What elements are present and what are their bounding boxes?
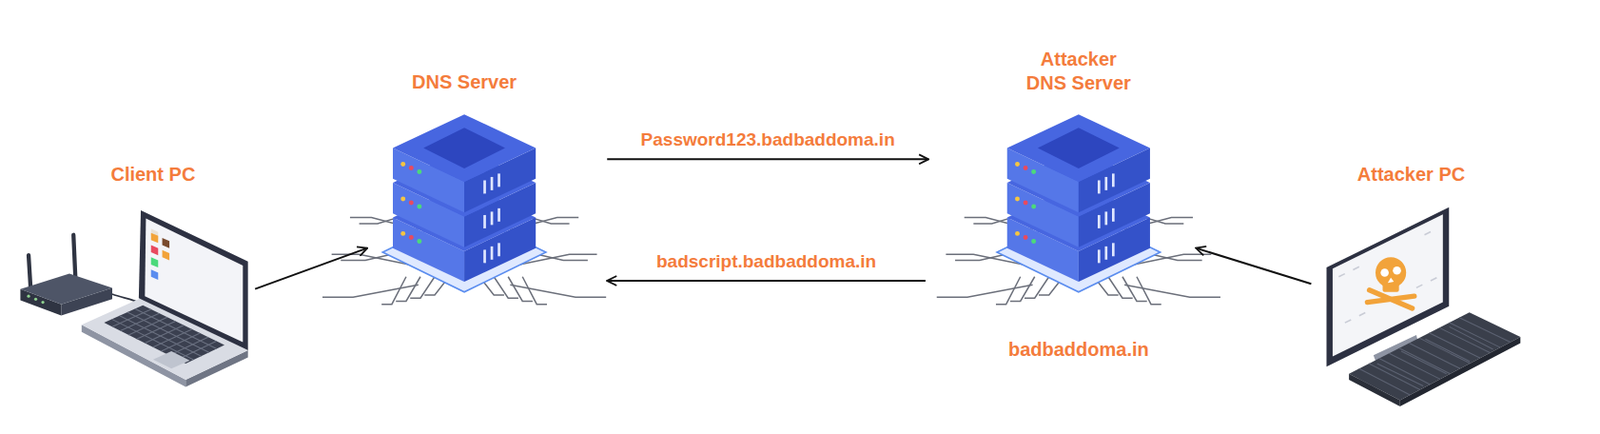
attacker-computer-icon: [1326, 207, 1522, 407]
node-label: DNS Server: [411, 70, 517, 95]
edge-label: badscript.badbaddoma.in: [653, 251, 879, 273]
arrow-connector: [1195, 248, 1311, 285]
node-label: Client PC: [110, 162, 196, 187]
server-icons: [322, 114, 1221, 305]
node-label: badbaddoma.in: [1008, 337, 1150, 362]
icon-node: Client PC: [15, 157, 255, 385]
laptop-icon: [81, 210, 249, 388]
arrow-connector: [606, 157, 929, 160]
skull-symbol: [1366, 256, 1414, 309]
server-stack: [322, 114, 606, 305]
icon-node: DNS Server: [362, 66, 587, 307]
arrow-connector: [606, 279, 926, 282]
edge-label: Password123.badbaddoma.in: [638, 129, 898, 151]
node-label: Attacker PC: [1357, 162, 1465, 187]
arrow-connector: [254, 248, 368, 290]
router-icon: [19, 234, 143, 316]
node-label: Attacker DNS Server: [1019, 47, 1138, 96]
server-stack: [936, 114, 1221, 305]
icon-node: Attacker PC: [1314, 157, 1527, 413]
icon-node: Attacker DNS Server badbaddoma.in: [969, 40, 1190, 366]
